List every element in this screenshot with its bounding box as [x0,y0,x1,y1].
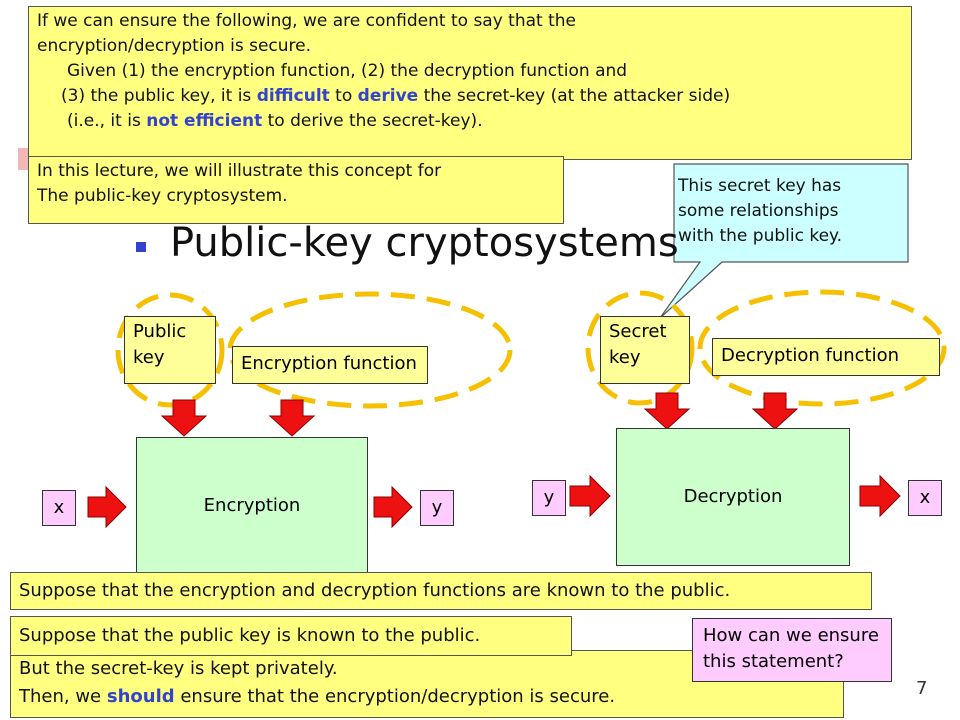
question-note: How can we ensure this statement? [692,618,892,682]
note-line: In this lecture, we will illustrate this… [37,161,442,181]
encryption-function-label: Encryption function [241,353,417,374]
down-arrow-icon [160,399,208,437]
down-arrow-icon [643,392,691,430]
decryption-function-label: Decryption function [721,345,900,366]
note-line: But the secret-key is kept privately. [19,658,338,679]
secret-key-box: Secret key [600,316,690,384]
down-arrow-icon [268,399,316,437]
bubble-line: This secret key has [678,176,842,196]
right-arrow-icon [569,474,611,518]
security-condition-note: If we can ensure the following, we are c… [28,6,912,160]
encryption-input-value: x [53,497,65,518]
encryption-function-ellipse [227,291,513,409]
slide-number: 7 [916,678,928,699]
note-line: How can we ensure [703,625,879,646]
note-line: Given (1) the encryption function, (2) t… [67,61,628,81]
note-line: Then, we should ensure that the encrypti… [19,683,835,711]
note-text: (3) the public key, it is [61,86,257,106]
right-arrow-icon [87,485,127,529]
right-arrow-icon [859,474,901,518]
encryption-process-label: Encryption [203,495,301,516]
decryption-input-box: y [532,480,566,516]
note-line: (i.e., it is not efficient to derive the… [37,109,903,134]
bubble-line: some relationships [678,201,839,221]
emphasis-not-efficient: not efficient [146,111,263,131]
emphasis-should: should [106,686,175,707]
bubble-line: with the public key. [678,226,843,246]
down-arrow-icon [751,392,799,430]
decryption-process-box: Decryption [616,428,850,566]
bullet-icon [136,242,146,252]
note-text: Suppose that the public key is known to … [19,625,481,646]
note-text: (i.e., it is [67,111,147,131]
note-line: If we can ensure the following, we are c… [37,11,577,31]
key-label-line: Secret [609,321,667,342]
note-text: the secret-key (at the attacker side) [418,86,731,106]
note-text: ensure that the encryption/decryption is… [174,686,616,707]
encryption-process-box: Encryption [136,437,368,577]
page-title: Public-key cryptosystems [170,220,679,266]
note-line: encryption/decryption is secure. [37,36,312,56]
functions-public-note: Suppose that the encryption and decrypti… [10,572,872,610]
encryption-input-box: x [42,490,76,526]
note-text: Suppose that the encryption and decrypti… [19,580,731,601]
decryption-function-ellipse [697,289,947,407]
public-key-ellipse [115,292,225,408]
decryption-process-label: Decryption [683,486,783,507]
public-key-public-note: Suppose that the public key is known to … [10,616,572,656]
decryption-output-value: x [919,487,931,508]
note-text: to derive the secret-key). [262,111,483,131]
emphasis-difficult: difficult [256,86,330,106]
decryption-function-box: Decryption function [712,338,940,376]
speech-bubble: This secret key has some relationships w… [678,174,904,249]
note-line: this statement? [703,651,844,672]
public-key-box: Public key [124,316,216,384]
note-text: Then, we [19,686,107,707]
key-label-line: key [133,347,165,368]
note-text: to [329,86,358,106]
note-line: (3) the public key, it is difficult to d… [37,84,903,109]
right-arrow-icon [373,485,413,529]
decryption-input-value: y [543,487,555,508]
encryption-output-value: y [431,497,443,518]
encryption-output-box: y [420,490,454,526]
encryption-function-box: Encryption function [232,346,428,384]
emphasis-derive: derive [357,86,419,106]
lecture-note: In this lecture, we will illustrate this… [28,156,564,224]
note-line: The public-key cryptosystem. [37,186,288,206]
secret-key-ellipse [585,290,695,406]
key-label-line: Public [133,321,187,342]
key-label-line: key [609,347,641,368]
decryption-output-box: x [908,480,942,516]
